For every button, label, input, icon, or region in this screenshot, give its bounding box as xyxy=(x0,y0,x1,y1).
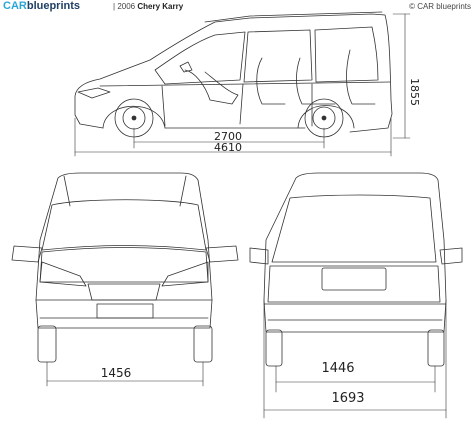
side-front-arch xyxy=(102,105,166,129)
front-left-headlight xyxy=(39,261,87,287)
rear-right-mirror xyxy=(439,247,463,265)
front-body-outline xyxy=(35,172,213,329)
side-headlight xyxy=(77,87,111,99)
front-track-dimension-label: 1456 xyxy=(101,366,132,380)
front-left-tire xyxy=(37,325,57,363)
width-dimension-label: 1693 xyxy=(331,391,364,406)
header-bar: CARblueprints | 2006 Chery Karry © CAR b… xyxy=(0,0,475,14)
rear-track-dimension-label: 1446 xyxy=(321,361,354,376)
rear-view xyxy=(249,172,463,367)
side-mirror xyxy=(179,61,193,73)
front-bumper xyxy=(35,299,213,319)
side-view xyxy=(74,11,393,138)
wheelbase-dimension-label: 2700 xyxy=(214,130,242,143)
front-windshield xyxy=(41,199,207,251)
rear-left-tire xyxy=(265,329,283,367)
rear-left-mirror xyxy=(249,247,269,265)
rear-bumper xyxy=(263,303,447,321)
model-title: | 2006 Chery Karry xyxy=(113,2,183,12)
front-hood xyxy=(39,247,209,283)
side-middle-window xyxy=(243,29,313,83)
model-year: 2006 xyxy=(117,2,136,11)
logo-blueprints-text: blueprints xyxy=(26,0,81,12)
front-right-headlight xyxy=(161,261,209,287)
height-dimension-label: 1855 xyxy=(408,78,421,106)
side-interior-seats xyxy=(184,49,376,105)
copyright-notice: © CAR blueprints xyxy=(409,2,471,11)
rear-window xyxy=(271,194,437,263)
side-rear-hub xyxy=(321,115,327,121)
side-belt-line xyxy=(99,81,391,87)
rear-dimension-lines xyxy=(263,299,447,419)
front-view xyxy=(11,172,239,363)
side-rear-arch xyxy=(297,105,355,129)
model-name: Chery Karry xyxy=(137,2,184,11)
side-roof-rail xyxy=(204,11,383,23)
side-rear-window xyxy=(314,26,379,83)
rear-tailgate xyxy=(267,265,441,303)
title-separator: | xyxy=(113,2,116,11)
side-windshield xyxy=(154,31,246,85)
rear-license-plate xyxy=(321,267,387,291)
front-license-plate xyxy=(96,303,154,319)
rear-right-tire xyxy=(427,329,445,367)
front-roof-rails xyxy=(63,175,187,207)
side-door-line xyxy=(161,83,313,127)
front-grille xyxy=(87,283,161,301)
length-dimension-label: 4610 xyxy=(214,141,242,154)
front-right-tire xyxy=(193,325,213,363)
side-front-hub xyxy=(131,115,137,121)
front-right-mirror xyxy=(205,245,239,263)
logo-car-text: CAR xyxy=(3,0,27,12)
side-body-outline xyxy=(74,13,393,133)
car-blueprints-logo[interactable]: CARblueprints xyxy=(3,0,80,12)
front-left-mirror xyxy=(11,245,43,263)
side-dimension-lines xyxy=(74,13,411,157)
rear-body-outline xyxy=(263,172,447,333)
front-dimension-lines xyxy=(46,361,204,387)
